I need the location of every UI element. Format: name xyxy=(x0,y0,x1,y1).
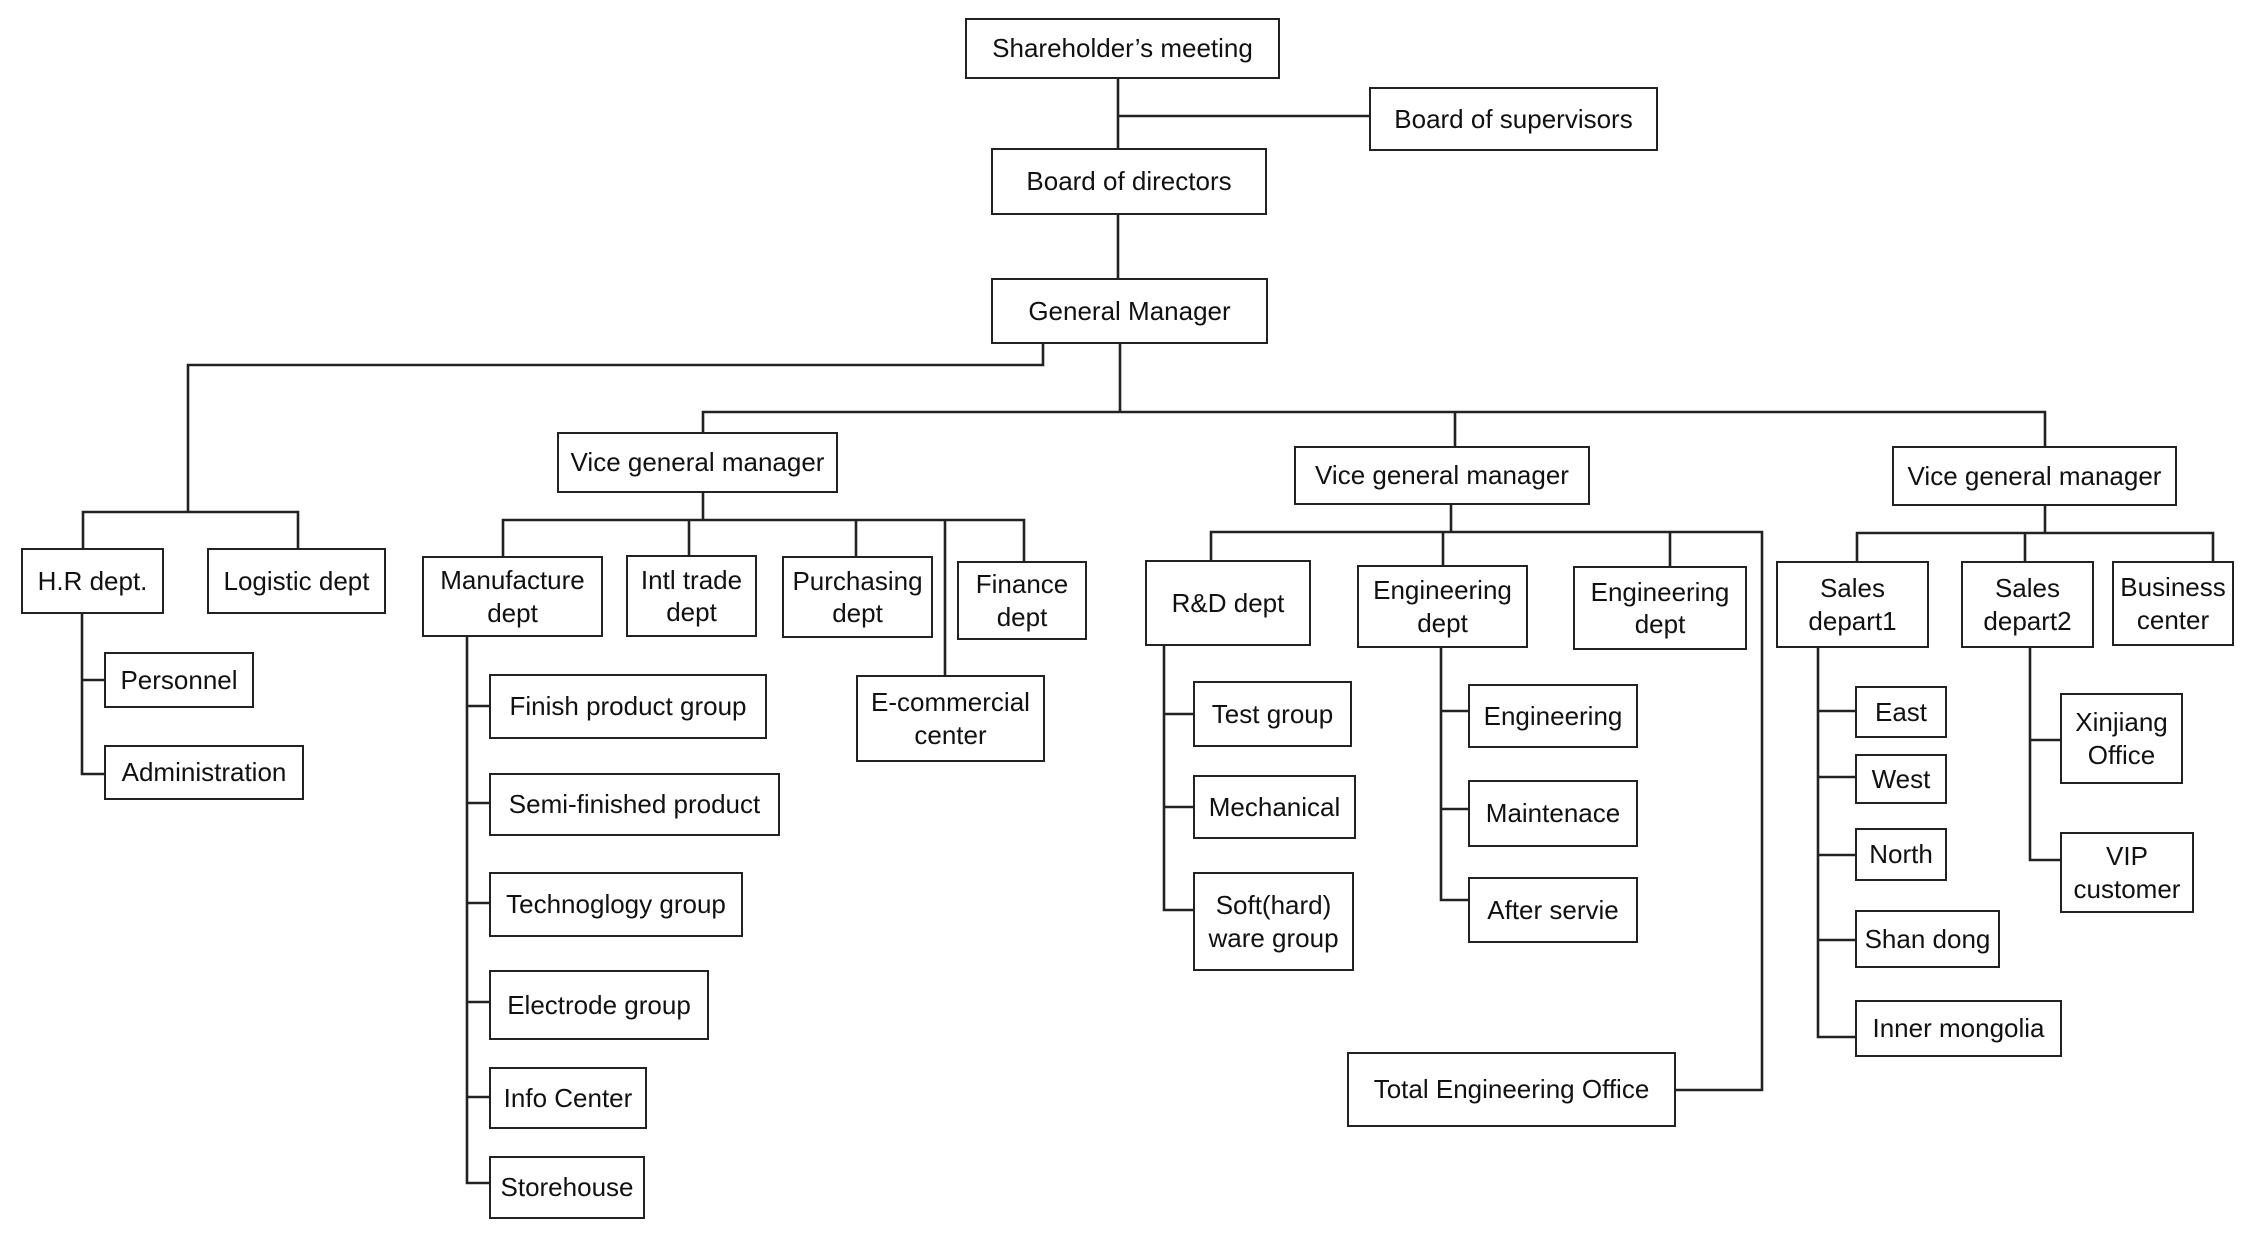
engineering-dept-2-box: Engineering dept xyxy=(1573,566,1747,650)
connector-left-bar xyxy=(81,510,300,548)
vice-general-manager-2-box: Vice general manager xyxy=(1294,446,1590,505)
info-center-box: Info Center xyxy=(489,1067,647,1129)
finance-dept-box: Finance dept xyxy=(957,561,1087,640)
general-manager-box: General Manager xyxy=(991,278,1268,344)
connector-vgm1-bar xyxy=(501,518,1026,561)
vice-general-manager-3-box: Vice general manager xyxy=(1892,446,2177,506)
inner-mongolia-box: Inner mongolia xyxy=(1855,1000,2062,1057)
administration-box: Administration xyxy=(104,745,304,800)
mechanical-box: Mechanical xyxy=(1193,775,1356,839)
board-of-supervisors-box: Board of supervisors xyxy=(1369,87,1658,151)
shareholders-meeting-box: Shareholder’s meeting xyxy=(965,18,1280,79)
connector-sales2-children xyxy=(2028,648,2060,862)
semi-finished-product-box: Semi-finished product xyxy=(489,773,780,836)
connector-vgm3-bar xyxy=(1855,531,2215,561)
electrode-group-box: Electrode group xyxy=(489,970,709,1040)
connector-rd-children xyxy=(1162,646,1193,912)
maintenace-box: Maintenace xyxy=(1468,780,1638,847)
test-group-box: Test group xyxy=(1193,681,1352,747)
technoglogy-group-box: Technoglogy group xyxy=(489,872,743,937)
storehouse-box: Storehouse xyxy=(489,1156,645,1219)
intl-trade-dept-box: Intl trade dept xyxy=(626,555,757,637)
connector-eng-children xyxy=(1439,648,1468,902)
shan-dong-box: Shan dong xyxy=(1855,910,2000,968)
west-box: West xyxy=(1855,754,1947,804)
east-box: East xyxy=(1855,686,1947,738)
sales-depart1-box: Sales depart1 xyxy=(1776,561,1929,648)
ecommercial-center-box: E-commercial center xyxy=(856,675,1045,762)
connector-hr-children xyxy=(80,614,104,776)
rd-dept-box: R&D dept xyxy=(1145,560,1311,646)
purchasing-dept-box: Purchasing dept xyxy=(782,556,933,638)
engineering-box: Engineering xyxy=(1468,684,1638,748)
business-center-box: Business center xyxy=(2112,561,2234,646)
total-engineering-office-box: Total Engineering Office xyxy=(1347,1052,1676,1127)
engineering-dept-1-box: Engineering dept xyxy=(1357,565,1528,648)
connector-manufacture-children xyxy=(465,637,489,1185)
connector-gm-left-branch xyxy=(186,343,1045,512)
soft-hard-ware-group-box: Soft(hard) ware group xyxy=(1193,872,1354,971)
after-servie-box: After servie xyxy=(1468,877,1638,943)
logistic-dept-box: Logistic dept xyxy=(207,548,386,614)
vip-customer-box: VIP customer xyxy=(2060,832,2194,913)
xinjiang-office-box: Xinjiang Office xyxy=(2060,693,2183,784)
vice-general-manager-1-box: Vice general manager xyxy=(557,432,838,493)
finish-product-group-box: Finish product group xyxy=(489,674,767,739)
hr-dept-box: H.R dept. xyxy=(21,548,164,614)
manufacture-dept-box: Manufacture dept xyxy=(422,556,603,637)
sales-depart2-box: Sales depart2 xyxy=(1961,561,2094,648)
connector-vgm2-bar xyxy=(1209,530,1764,1092)
personnel-box: Personnel xyxy=(104,652,254,708)
connector-vgm-bus xyxy=(701,410,2047,446)
connector-sales1-children xyxy=(1816,648,1855,1039)
north-box: North xyxy=(1855,828,1947,881)
board-of-directors-box: Board of directors xyxy=(991,148,1267,215)
